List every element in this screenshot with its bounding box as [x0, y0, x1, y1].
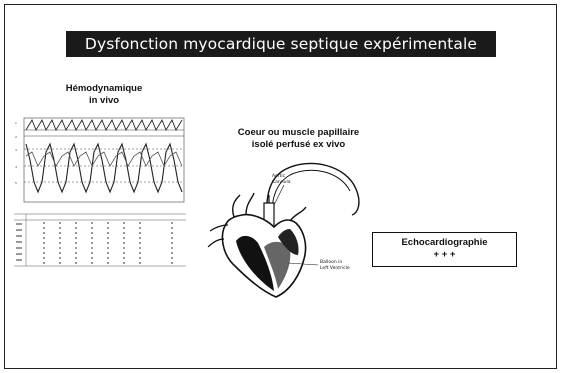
balloon-label-line-1: Balloon in: [320, 259, 342, 265]
echocardiography-box: Echocardiographie + + +: [372, 232, 517, 267]
heart-label: Coeur ou muscle papillaire isolé perfusé…: [206, 127, 391, 151]
svg-text:5: 5: [15, 181, 17, 185]
hemodynamics-trace-figure: 1 2 3 4 5: [14, 116, 186, 270]
hemodynamics-label: Hémodynamique in vivo: [44, 83, 164, 107]
svg-text:2: 2: [15, 135, 17, 139]
heart-label-line-1: Coeur ou muscle papillaire: [206, 127, 391, 139]
svg-text:3: 3: [15, 148, 17, 152]
echo-label-line-2: + + +: [373, 249, 516, 261]
hemodynamics-label-line-1: Hémodynamique: [44, 83, 164, 95]
svg-text:1: 1: [15, 121, 17, 125]
heart-label-line-2: isolé perfusé ex vivo: [206, 139, 391, 151]
isolated-heart-figure: Aortic Cannula Balloon in Left Ventricle: [206, 155, 368, 303]
slide-title: Dysfonction myocardique septique expérim…: [66, 31, 496, 57]
balloon-label-line-2: Left Ventricle: [320, 265, 350, 271]
hemodynamics-label-line-2: in vivo: [44, 95, 164, 107]
svg-text:4: 4: [15, 165, 17, 169]
cannula-label: Cannula: [272, 179, 291, 185]
echo-label-line-1: Echocardiographie: [373, 237, 516, 249]
aorta-label: Aortic: [272, 173, 286, 179]
